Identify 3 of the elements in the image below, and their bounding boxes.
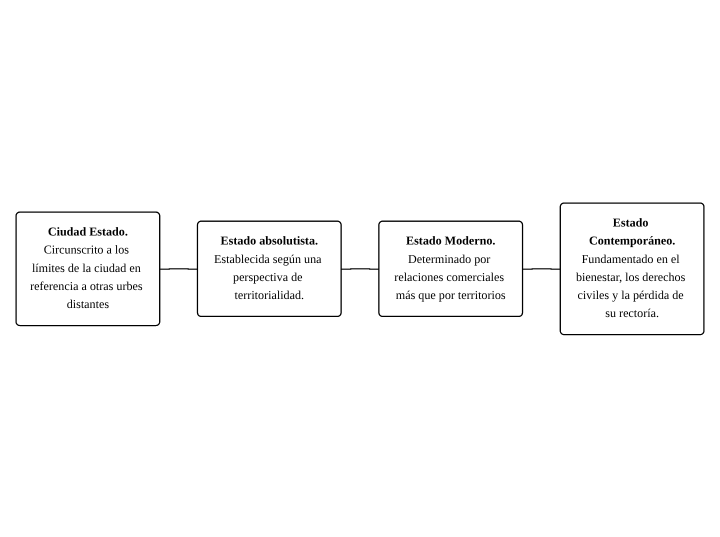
connector (341, 268, 380, 270)
connector (160, 268, 198, 270)
connector (522, 268, 561, 270)
